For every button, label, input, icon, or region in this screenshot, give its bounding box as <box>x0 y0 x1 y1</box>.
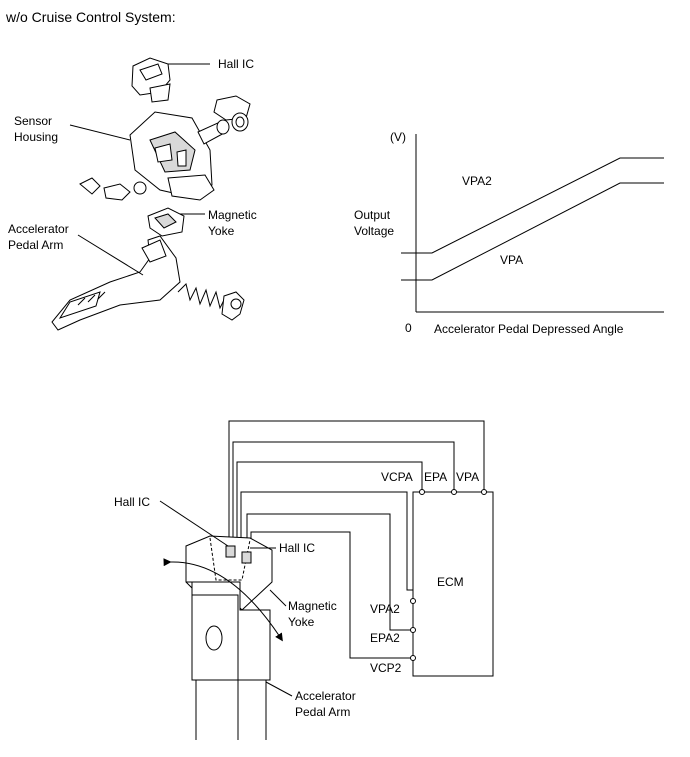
graph-unit-label: (V) <box>390 130 406 144</box>
label-hall-ic: Hall IC <box>218 57 254 71</box>
page-title: w/o Cruise Control System: <box>5 9 176 25</box>
leader-pedal-arm <box>265 681 293 697</box>
small-parts-left <box>79 177 147 201</box>
wire-vcpa <box>236 461 423 548</box>
leader-magnetic-yoke <box>269 589 287 607</box>
pedal-arm-hole <box>205 625 223 651</box>
ecm-label: ECM <box>437 575 464 589</box>
sensor-housing-part <box>129 111 215 201</box>
terminal-label-epa: EPA <box>424 470 447 484</box>
leader-sensor-housing <box>69 124 131 141</box>
sensor-head-block <box>163 535 283 740</box>
graph-y-label-2: Voltage <box>354 224 394 238</box>
label-pedal-arm-1: Accelerator <box>8 222 69 236</box>
magnetic-yoke-part <box>147 207 185 237</box>
graph-x-label: Accelerator Pedal Depressed Angle <box>434 322 624 336</box>
terminal-epa2 <box>410 627 416 633</box>
output-voltage-graph <box>401 134 664 313</box>
line-vpa2 <box>401 157 664 254</box>
pedal-arm-lower <box>195 680 267 740</box>
graph-origin-label: 0 <box>405 321 412 335</box>
terminal-vcp2 <box>410 655 416 661</box>
graph-label-vpa: VPA <box>500 253 523 267</box>
line-vpa <box>401 182 664 281</box>
label-pedal-arm-2: Pedal Arm <box>8 238 63 252</box>
circuit-label-hall-ic-left: Hall IC <box>114 495 150 509</box>
terminal-label-epa2: EPA2 <box>370 631 400 645</box>
wire-epa2 <box>246 513 413 631</box>
circuit-label-hall-ic-right: Hall IC <box>279 541 315 555</box>
graph-y-label-1: Output <box>354 208 391 222</box>
terminal-vcpa <box>419 489 425 495</box>
label-sensor-housing-1: Sensor <box>14 114 52 128</box>
wire-vpa2 <box>240 491 413 591</box>
terminal-label-vcp2: VCP2 <box>370 661 402 675</box>
rotation-arrow <box>163 558 283 642</box>
label-magnetic-yoke-2: Yoke <box>208 224 235 238</box>
circuit-label-magnetic-yoke-1: Magnetic <box>288 599 337 613</box>
shaft-parts <box>197 112 249 145</box>
hall-ic-chip-left <box>225 545 236 558</box>
circuit-label-magnetic-yoke-2: Yoke <box>288 615 315 629</box>
leader-hall-ic-left <box>159 500 229 547</box>
wire-vpa <box>228 420 485 548</box>
terminal-vpa <box>481 489 487 495</box>
terminal-label-vpa: VPA <box>456 470 479 484</box>
hall-ic-part <box>131 57 171 103</box>
terminal-circles <box>410 489 487 661</box>
terminal-epa <box>451 489 457 495</box>
terminal-label-vcpa: VCPA <box>381 470 413 484</box>
terminal-label-vpa2: VPA2 <box>370 602 400 616</box>
circuit-label-pedal-arm-2: Pedal Arm <box>295 705 350 719</box>
graph-label-vpa2: VPA2 <box>462 174 492 188</box>
terminal-vpa2 <box>410 598 416 604</box>
circuit-label-pedal-arm-1: Accelerator <box>295 689 356 703</box>
exploded-sensor-illustration <box>51 57 251 331</box>
hall-ic-chip-right <box>241 551 252 564</box>
label-magnetic-yoke-1: Magnetic <box>208 208 257 222</box>
label-sensor-housing-2: Housing <box>14 130 58 144</box>
pedal-arm-part <box>51 235 245 331</box>
leader-pedal-arm <box>77 234 144 276</box>
wire-epa <box>232 441 455 548</box>
